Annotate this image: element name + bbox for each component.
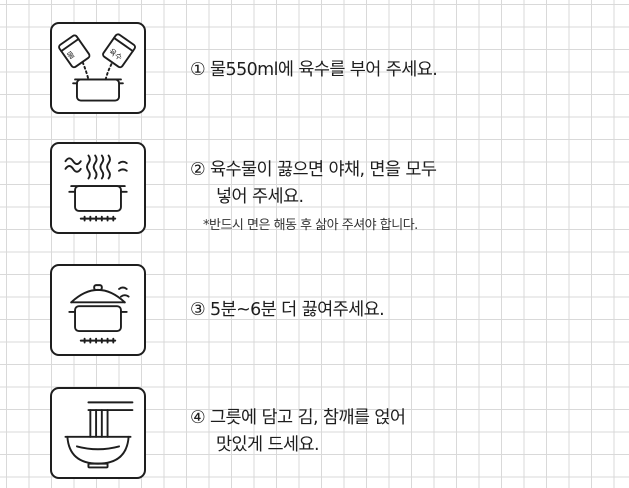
pour-broth-icon: 물 육수 bbox=[50, 22, 146, 114]
noodle-bowl-icon bbox=[50, 387, 146, 479]
step-2-line2: 넣어 주세요. bbox=[216, 187, 304, 207]
step-1-text: ① 물550ml에 육수를 부어 주세요. bbox=[190, 57, 438, 84]
step-3-text: ③ 5분~6분 더 끓여주세요. bbox=[190, 297, 385, 324]
step-1-line1: ① 물550ml에 육수를 부어 주세요. bbox=[190, 60, 438, 80]
step-2-text: ② 육수물이 끓으면 야채, 면을 모두 넣어 주세요. bbox=[190, 157, 437, 211]
step-4-line1: ④ 그릇에 담고 김, 참깨를 얹어 bbox=[190, 408, 406, 428]
step-4-text: ④ 그릇에 담고 김, 참깨를 얹어 맛있게 드세요. bbox=[190, 405, 406, 459]
step-2-line1: ② 육수물이 끓으면 야채, 면을 모두 bbox=[190, 160, 437, 180]
step-3-line1: ③ 5분~6분 더 끓여주세요. bbox=[190, 300, 385, 320]
water-pack-label: 물 bbox=[65, 50, 76, 61]
covered-pot-icon bbox=[50, 264, 146, 356]
boil-noodles-icon bbox=[50, 142, 146, 234]
step-2-note: *반드시 면은 해동 후 삶아 주셔야 합니다. bbox=[203, 218, 418, 233]
step-4-line2: 맛있게 드세요. bbox=[216, 435, 320, 455]
